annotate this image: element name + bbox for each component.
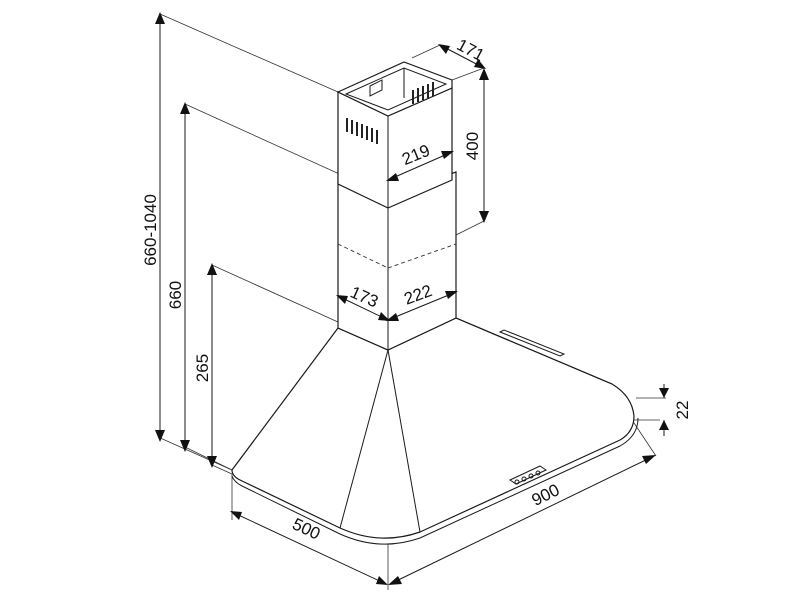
dim-label-400: 400 — [463, 132, 482, 160]
dim-label-22: 22 — [673, 401, 692, 420]
dim-label-900: 900 — [529, 480, 563, 510]
dim-label-total-height: 660-1040 — [141, 194, 160, 266]
upper-chimney — [336, 61, 453, 209]
dim-height-660: 660 — [166, 102, 190, 452]
dim-canopy-thickness: 22 — [659, 384, 692, 436]
dim-label-171: 171 — [454, 35, 488, 65]
dim-label-500: 500 — [289, 514, 323, 543]
dim-label-660: 660 — [166, 281, 185, 309]
dim-chimney-height-upper: 400 — [463, 68, 489, 223]
dim-chimney-depth-top: 171 — [438, 35, 488, 69]
dim-height-265: 265 — [193, 263, 217, 468]
dim-total-height: 660-1040 — [141, 12, 165, 442]
dim-label-265: 265 — [193, 354, 212, 382]
canopy — [231, 317, 639, 545]
vent-slots-right — [412, 82, 434, 104]
vent-slots-left — [346, 118, 378, 144]
control-panel — [508, 465, 548, 485]
